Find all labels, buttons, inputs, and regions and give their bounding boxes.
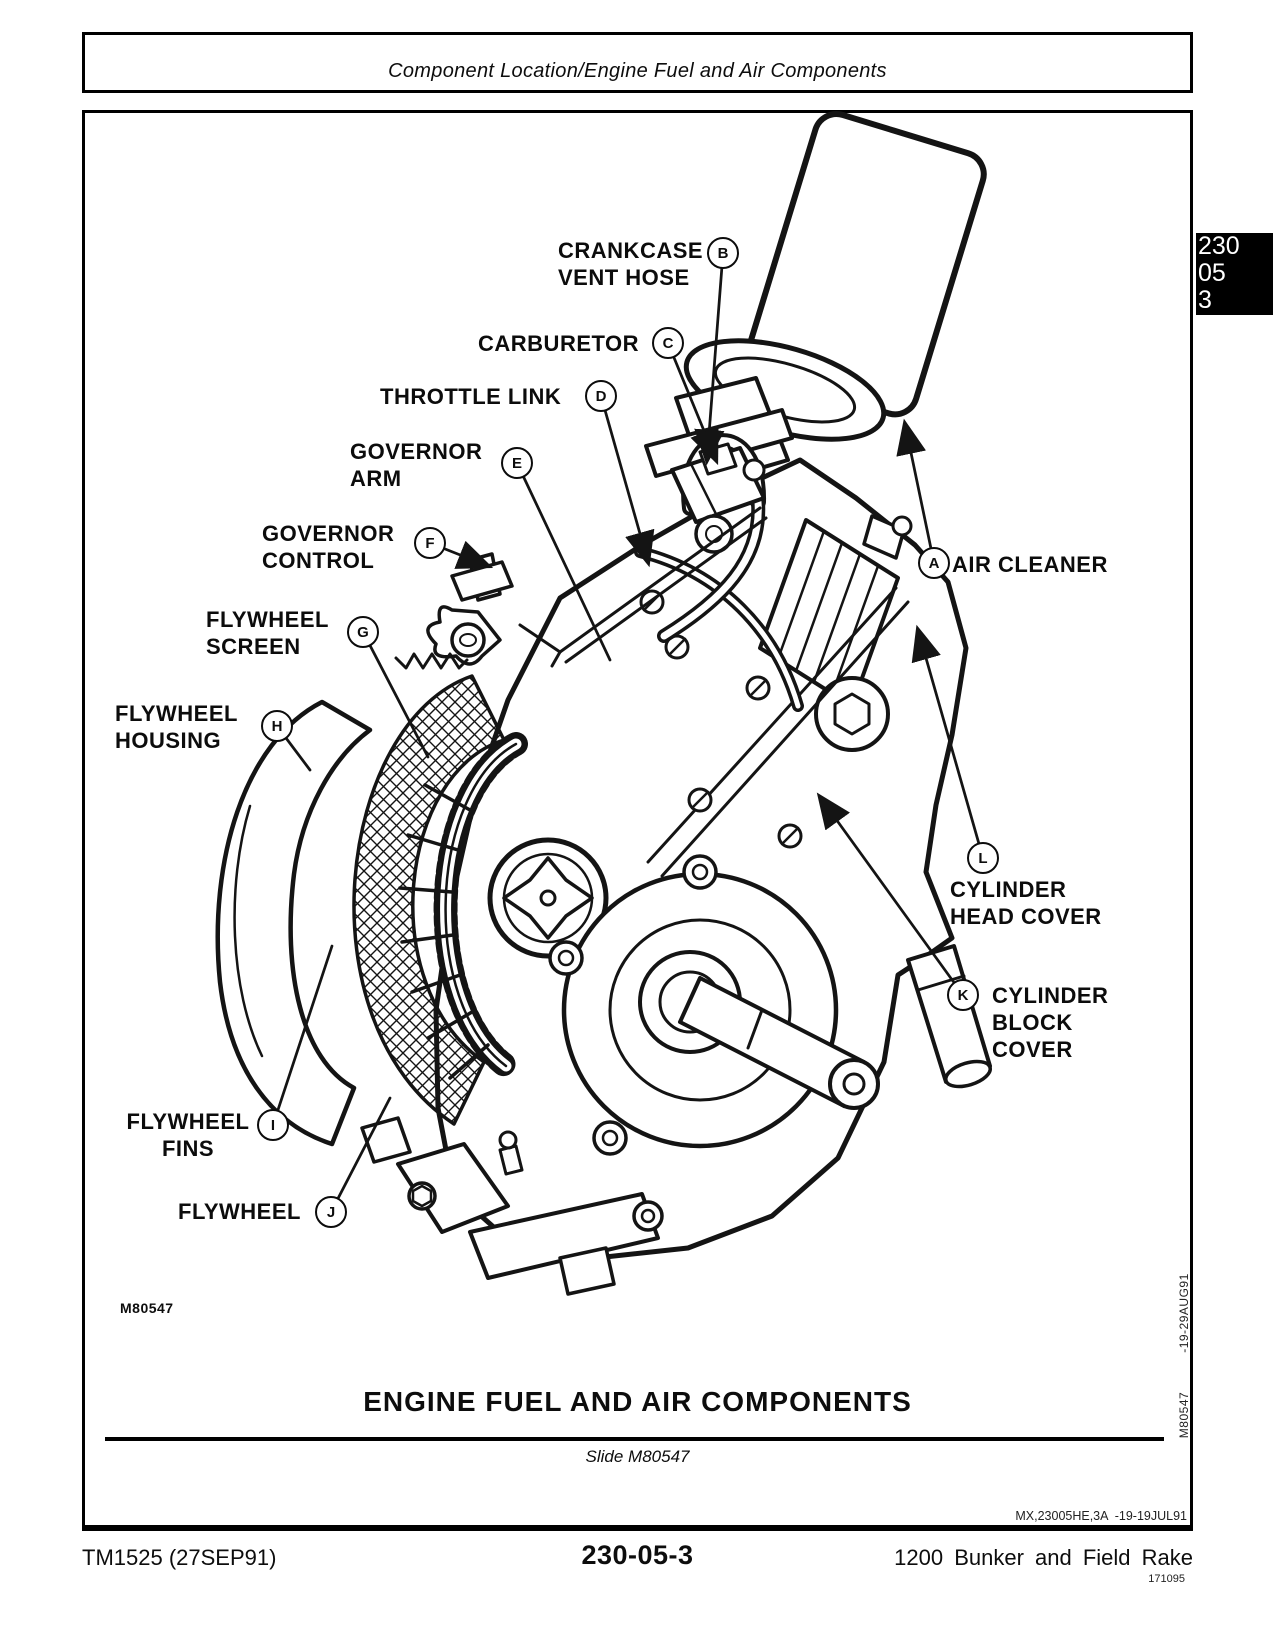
margin-code-lower: M80547 (1177, 1391, 1191, 1439)
callout-label-air-cleaner: AIR CLEANER (952, 552, 1108, 577)
figure-title: ENGINE FUEL AND AIR COMPONENTS (363, 1386, 912, 1417)
callout-circle-i: I (257, 1109, 289, 1141)
figure-caption: Slide M80547 (585, 1447, 690, 1466)
callout-label-cylinder-head-cover: CYLINDER HEAD COVER (950, 877, 1102, 929)
callout-circle-c: C (652, 327, 684, 359)
footer-page-number: 230-05-3 (581, 1540, 694, 1570)
callout-label-governor-control: GOVERNOR CONTROL (262, 521, 395, 573)
callout-label-cylinder-block-cover: CYLINDER BLOCK COVER (992, 983, 1109, 1062)
callout-label-carburetor: CARBURETOR (478, 331, 640, 356)
section-tab: 230 05 3 (1196, 233, 1273, 315)
callout-circle-e: E (501, 447, 533, 479)
figure-divider (105, 1437, 1164, 1441)
callout-circle-k: K (947, 979, 979, 1011)
footer-product-name: 1200 Bunker and Field Rake (894, 1545, 1193, 1570)
tab-section-number: 05 (1198, 259, 1226, 287)
page-title: Component Location/Engine Fuel and Air C… (388, 60, 887, 82)
callout-label-governor-arm: GOVERNOR ARM (350, 439, 483, 491)
callout-label-crankcase-vent-hose: CRANKCASE VENT HOSE (558, 238, 704, 290)
callout-circle-f: F (414, 527, 446, 559)
callout-circle-j: J (315, 1196, 347, 1228)
callout-label-flywheel-fins: FLYWHEEL FINS (126, 1109, 250, 1161)
figure-image-code: M80547 (120, 1300, 174, 1316)
callout-circle-a: A (918, 547, 950, 579)
callout-circle-g: G (347, 616, 379, 648)
callout-circle-l: L (967, 842, 999, 874)
margin-code-upper: -19-29AUG91 (1177, 1273, 1191, 1353)
tab-group-number: 230 (1198, 232, 1240, 260)
callout-circle-h: H (261, 710, 293, 742)
callout-circle-d: D (585, 380, 617, 412)
header-box: Component Location/Engine Fuel and Air C… (82, 32, 1193, 93)
callout-label-throttle-link: THROTTLE LINK (380, 384, 562, 409)
footer-manual-number: TM1525 (27SEP91) (82, 1545, 277, 1570)
tab-page-number: 3 (1198, 286, 1212, 314)
figure-frame (82, 110, 1193, 1531)
callout-circle-b: B (707, 237, 739, 269)
callout-label-flywheel-screen: FLYWHEEL SCREEN (206, 607, 329, 659)
callout-label-flywheel-housing: FLYWHEEL HOUSING (115, 701, 238, 753)
footer-print-code: 171095 (1148, 1573, 1185, 1585)
callout-label-flywheel: FLYWHEEL (178, 1199, 301, 1224)
doc-code: MX,23005HE,3A -19-19JUL91 (1015, 1509, 1187, 1523)
